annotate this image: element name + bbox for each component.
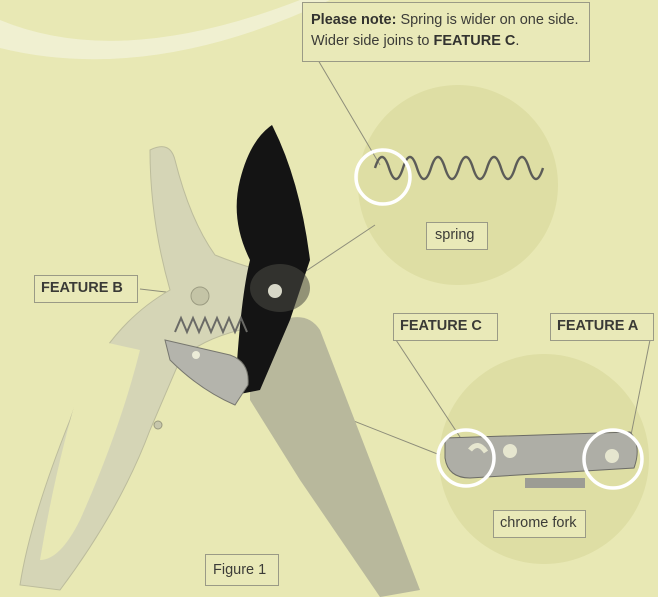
- leader-spring: [300, 225, 375, 275]
- detail-fork-hole-1: [503, 444, 517, 458]
- spring-detail-circle: [358, 85, 558, 285]
- chrome-fork-label: chrome fork: [493, 510, 586, 538]
- feature-a-label: FEATURE A: [550, 313, 654, 341]
- leader-feature-c: [396, 340, 462, 440]
- feature-b-hole: [191, 287, 209, 305]
- background-swoosh: [0, 0, 330, 59]
- handle-rivet: [154, 421, 162, 429]
- feature-c-label: FEATURE C: [393, 313, 498, 341]
- spring-label: spring: [426, 222, 488, 250]
- detail-fork-hole-2: [605, 449, 619, 463]
- please-note-callout: Please note: Spring is wider on one side…: [302, 2, 590, 62]
- pruner-fork-hole: [192, 351, 200, 359]
- note-feature: FEATURE C: [434, 33, 516, 49]
- detail-fork-tab: [525, 478, 585, 488]
- leader-note: [318, 60, 380, 165]
- feature-b-label: FEATURE B: [34, 275, 138, 303]
- pruner-fork: [165, 340, 248, 405]
- note-prefix: Please note:: [311, 12, 396, 28]
- figure-caption: Figure 1: [205, 554, 279, 586]
- pivot-bolt: [268, 284, 282, 298]
- note-suffix: .: [515, 33, 519, 49]
